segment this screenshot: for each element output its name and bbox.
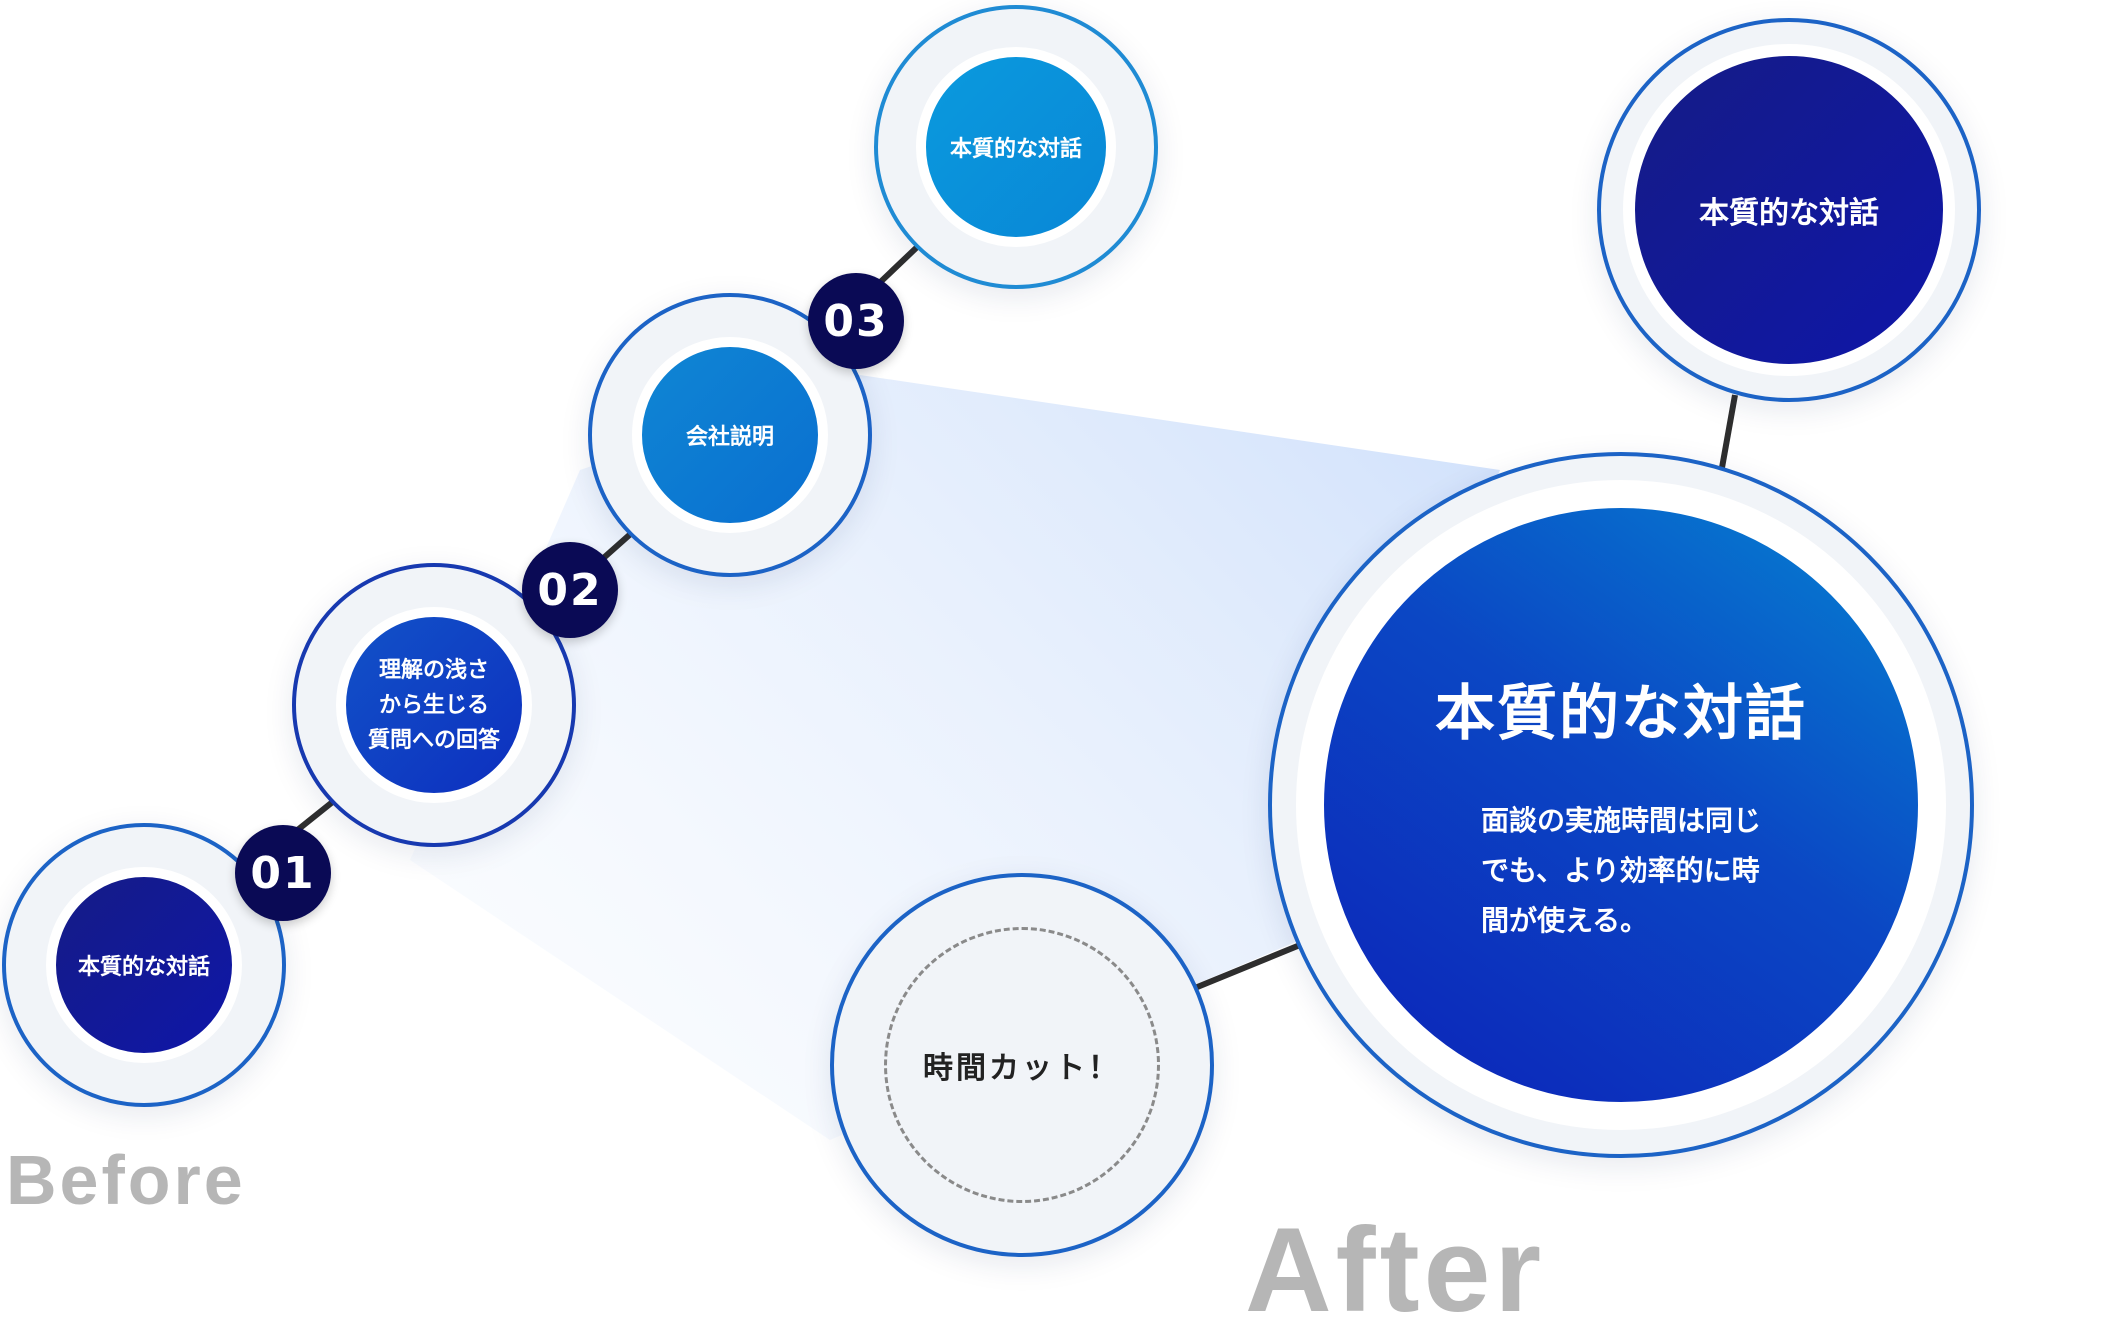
after-main-title: 本質的な対話 [1435,678,1807,749]
step-badge-02: 02 [522,542,618,638]
step-02-label-line-2: から生じる [378,692,489,718]
step-02-node: 理解の浅さ から生じる 質問への回答 [292,563,576,847]
step-02-label-line-1: 理解の浅さ [378,657,489,683]
after-main-node: 本質的な対話 面談の実施時間は同じ でも、より効率的に時 間が使える。 [1268,452,1974,1158]
step-02-label-line-3: 質問への回答 [367,727,500,753]
before-label: Before [6,1141,246,1219]
after-top-circle: 本質的な対話 [1623,44,1955,376]
step-01-label: 本質的な対話 [77,955,210,980]
after-main-circle: 本質的な対話 面談の実施時間は同じ でも、より効率的に時 間が使える。 [1296,480,1946,1130]
step-03-circle: 会社説明 [632,337,828,533]
step-04-circle: 本質的な対話 [916,47,1116,247]
time-cut-node: 時間カット！ [830,873,1214,1257]
after-main-description: 面談の実施時間は同じ でも、より効率的に時 間が使える。 [1480,803,1761,937]
after-top-label: 本質的な対話 [1699,196,1879,231]
step-01-circle: 本質的な対話 [46,867,242,1063]
step-02-circle: 理解の浅さ から生じる 質問への回答 [336,607,532,803]
step-04-node: 本質的な対話 [874,5,1158,289]
step-badge-03: 03 [808,273,904,369]
after-label: After [1245,1203,1546,1337]
step-03-label: 会社説明 [685,425,774,450]
time-cut-dashed-ring: 時間カット！ [884,927,1160,1203]
step-04-label: 本質的な対話 [949,137,1082,162]
time-cut-label: 時間カット！ [923,1051,1121,1086]
step-badge-01: 01 [235,825,331,921]
after-top-node: 本質的な対話 [1597,18,1981,402]
connector-line-cut-main [1188,942,1302,993]
